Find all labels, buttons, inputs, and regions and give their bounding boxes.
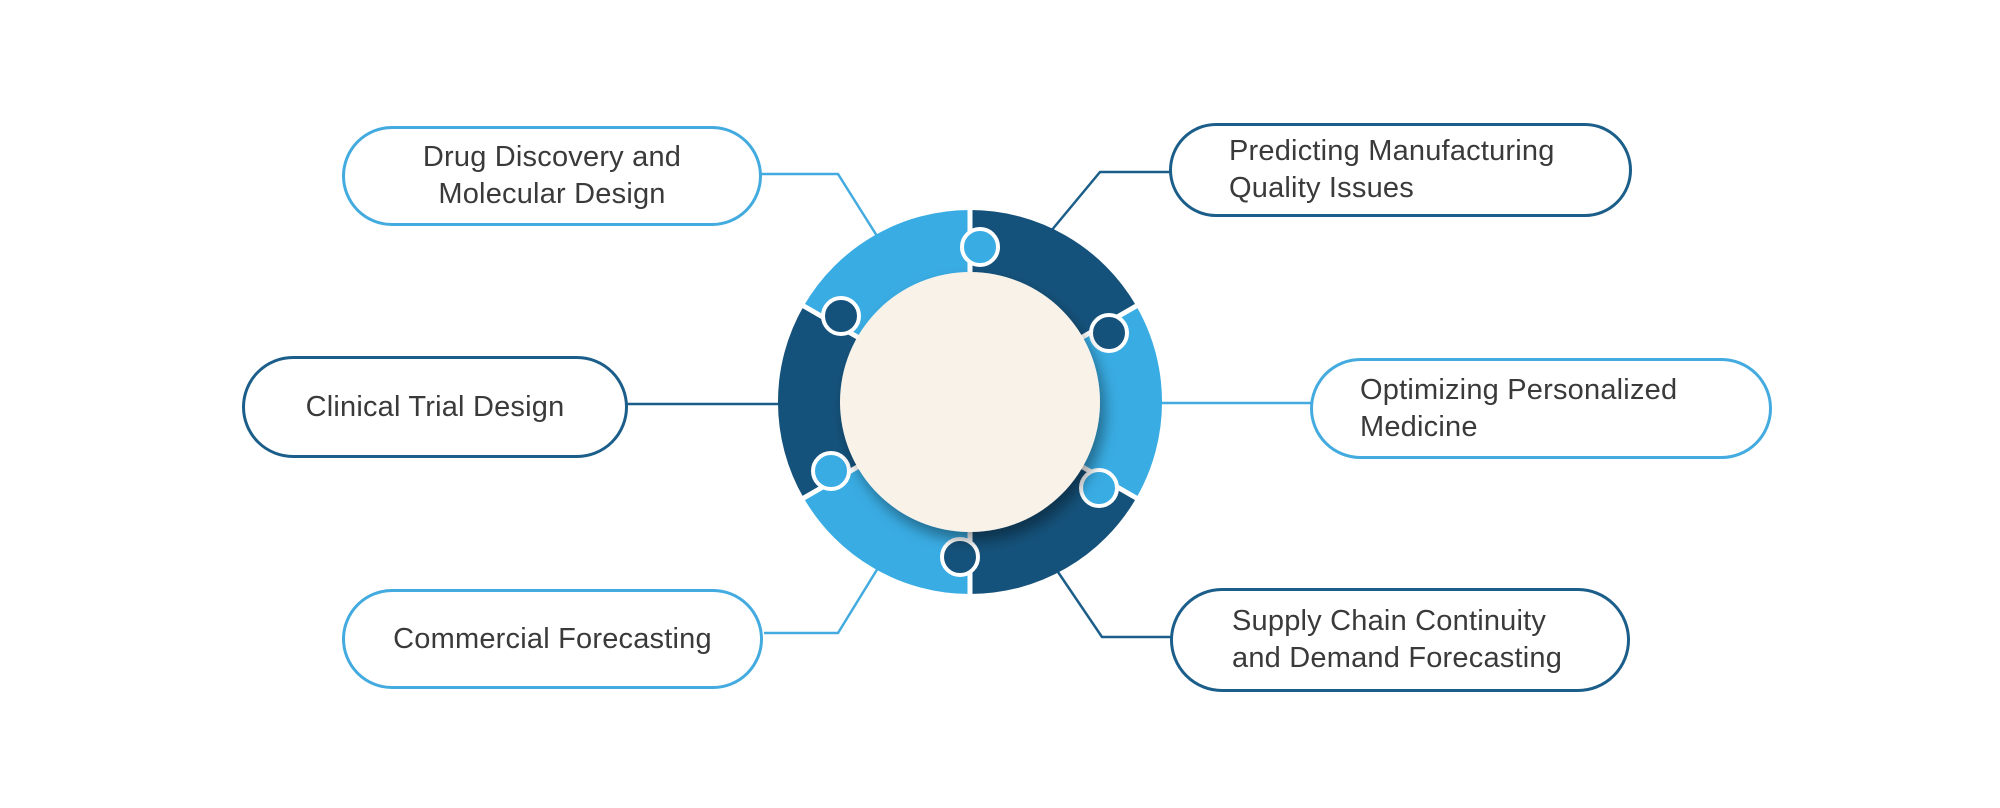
node-label-line: Clinical Trial Design <box>305 390 565 423</box>
ring-knobs <box>811 227 1129 577</box>
knob-upper-left <box>821 296 861 336</box>
knob-upper-right <box>1089 313 1129 353</box>
node-label-line: Predicting Manufacturing <box>1229 135 1555 167</box>
ring-segment-left <box>777 306 860 498</box>
node-optimizing-medicine: Optimizing Personalized Medicine <box>1310 358 1772 459</box>
node-label-line: Molecular Design <box>438 178 666 210</box>
node-label-line: Medicine <box>1360 410 1478 443</box>
ring-segment-top-right <box>970 210 1137 339</box>
node-commercial-forecasting: Commercial Forecasting <box>342 589 763 689</box>
knob-top <box>960 227 1000 267</box>
knob-lower-left <box>811 451 851 491</box>
ring-segment-right <box>1080 306 1163 498</box>
node-label-line: and Demand Forecasting <box>1232 642 1563 674</box>
node-label-line: Drug Discovery and <box>422 141 682 173</box>
knob-lower-right <box>1079 468 1119 508</box>
connector-drug-discovery <box>760 172 879 237</box>
knob-bottom <box>940 537 980 577</box>
ring-segment-bottom-left <box>803 465 970 594</box>
center-disc <box>840 272 1100 532</box>
node-label-line: Optimizing Personalized <box>1360 373 1678 406</box>
node-supply-chain: Supply Chain Continuity and Demand Forec… <box>1170 588 1630 692</box>
node-label-line: Supply Chain Continuity <box>1232 605 1547 637</box>
connector-commercial-forecasting <box>764 567 880 635</box>
node-clinical-trial: Clinical Trial Design <box>242 356 628 458</box>
connector-predicting-quality <box>1050 170 1171 232</box>
node-drug-discovery: Drug Discovery and Molecular Design <box>342 126 762 226</box>
node-label-line: Commercial Forecasting <box>393 622 712 655</box>
node-predicting-quality: Predicting Manufacturing Quality Issues <box>1169 123 1632 217</box>
connector-supply-chain <box>1056 571 1172 639</box>
node-label-line: Quality Issues <box>1229 172 1414 204</box>
